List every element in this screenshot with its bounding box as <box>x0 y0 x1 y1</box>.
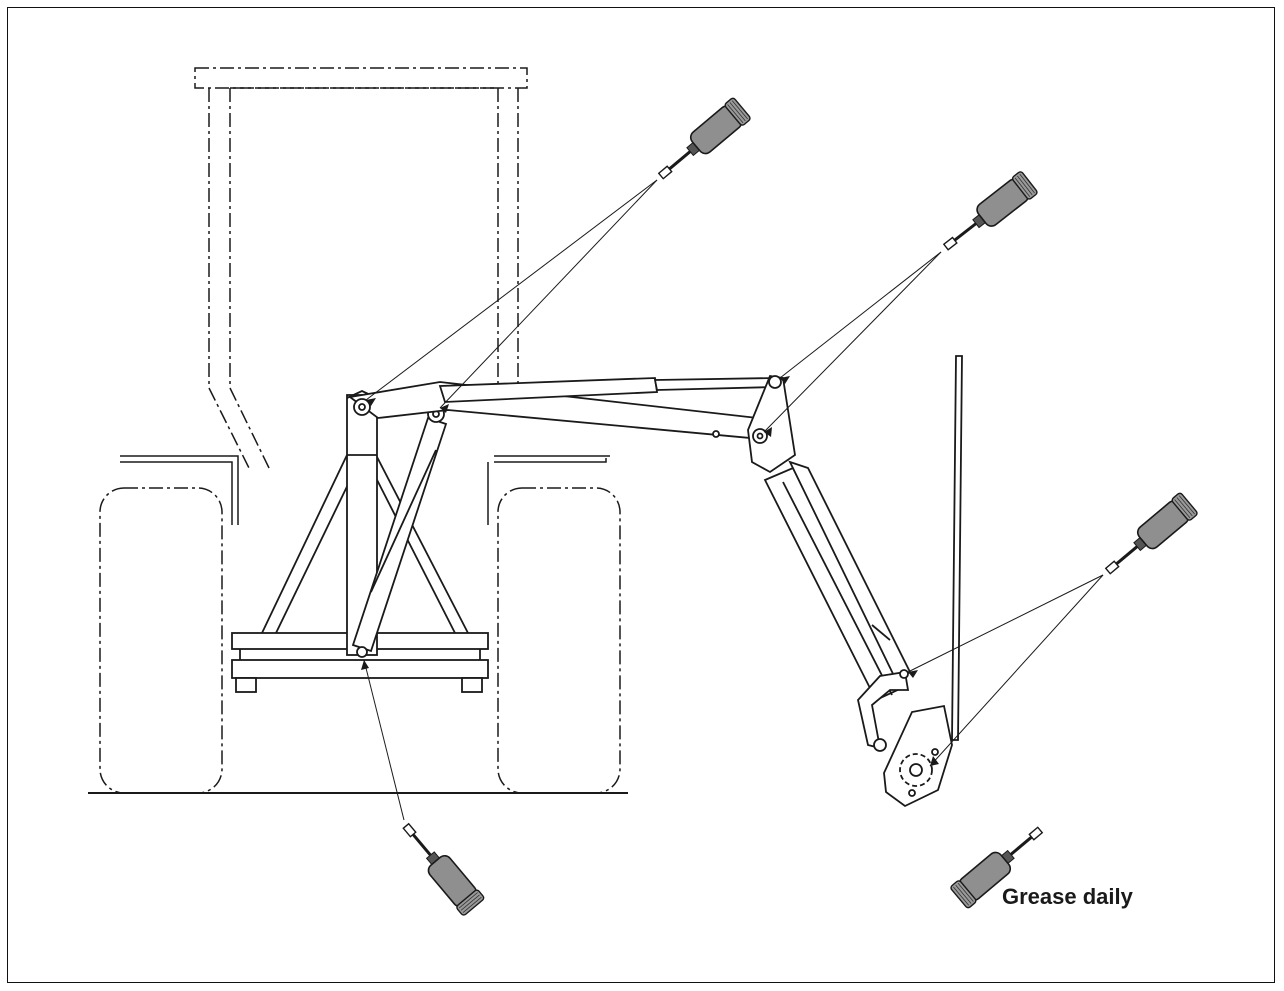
legend-label: Grease daily <box>1002 884 1133 909</box>
flail-head <box>857 355 963 808</box>
grease-point-leaders <box>363 179 1104 821</box>
grease-gun-icon <box>393 815 487 918</box>
hitch-frame <box>231 390 489 693</box>
grease-gun-icon <box>650 95 753 189</box>
tractor-outline <box>99 67 621 794</box>
dipper-arm <box>763 460 912 702</box>
grease-point-arrowheads <box>361 376 939 766</box>
tractor-fenders <box>120 455 610 525</box>
grease-gun-icon <box>935 169 1040 260</box>
lift-cylinder <box>351 405 448 658</box>
grease-gun-icon <box>1097 490 1200 584</box>
diagram-frame <box>7 7 1275 983</box>
